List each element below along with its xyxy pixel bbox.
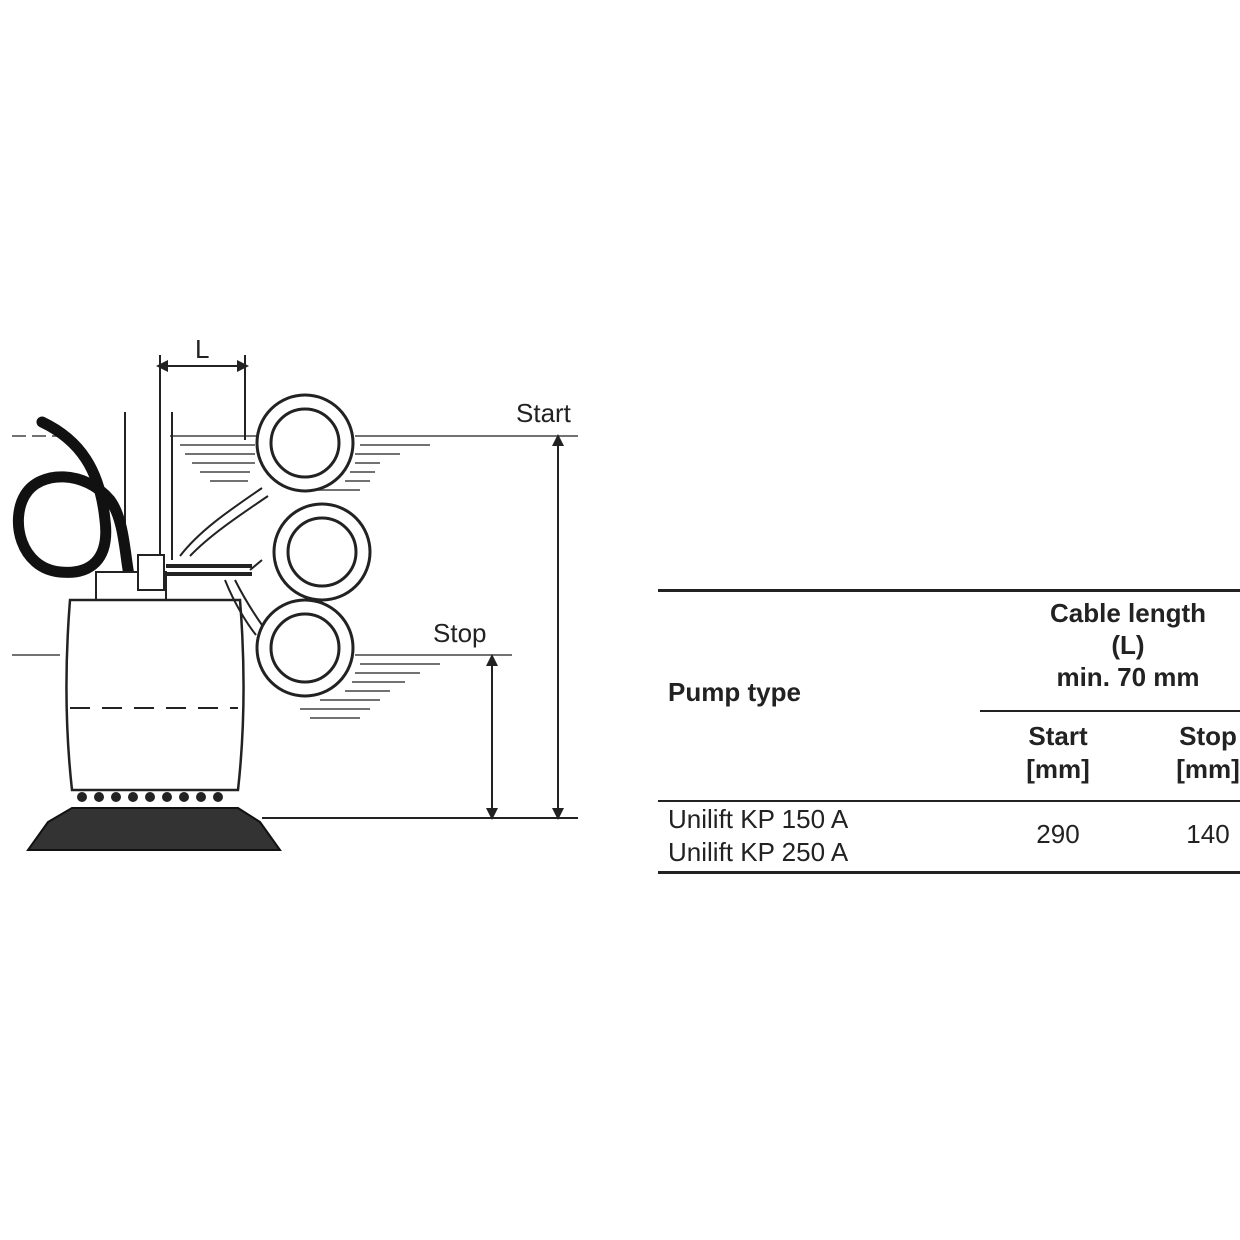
subheader-stop-label: Stop — [1179, 721, 1237, 751]
header-cable-line2: (L) — [1111, 630, 1145, 660]
float-switch-lower — [255, 598, 355, 698]
float-switch-upper — [255, 393, 355, 493]
table-bottom-rule — [658, 871, 1240, 874]
pump-type-2: Unilift KP 250 A — [668, 837, 849, 867]
header-pump-type: Pump type — [668, 677, 801, 707]
table-top-rule — [658, 589, 1240, 592]
row-start-value: 290 — [1036, 819, 1080, 849]
header-cable-line3: min. 70 mm — [1056, 662, 1200, 692]
row-pump-types: Unilift KP 150 A Unilift KP 250 A — [668, 803, 848, 869]
stop-level-label: Stop — [433, 618, 487, 648]
power-cable — [12, 416, 136, 586]
level-dimensions — [262, 434, 578, 820]
subheader-start-unit: [mm] — [1026, 754, 1090, 784]
subheader-start: Start [mm] — [998, 720, 1118, 786]
float-switch-middle — [272, 502, 372, 602]
subheader-stop: Stop [mm] — [1158, 720, 1240, 786]
row-stop-value: 140 — [1186, 819, 1230, 849]
header-cable-length: Cable length (L) min. 70 mm — [998, 597, 1240, 693]
pump-type-1: Unilift KP 150 A — [668, 804, 849, 834]
pump-body — [65, 598, 245, 792]
pump-base — [26, 807, 282, 851]
subheader-stop-unit: [mm] — [1176, 754, 1240, 784]
header-bottom-rule — [658, 800, 1240, 802]
header-divider — [980, 710, 1240, 712]
start-water-hatch — [12, 435, 578, 491]
inlet-holes — [77, 792, 223, 802]
stop-water-hatch — [12, 654, 512, 719]
float-cables — [179, 487, 269, 636]
header-cable-line1: Cable length — [1049, 598, 1206, 628]
cable-length-table: Pump type Cable length (L) min. 70 mm St… — [658, 589, 1240, 876]
fitting-nut — [137, 554, 165, 591]
subheader-start-label: Start — [1028, 721, 1088, 751]
dimension-label-l: L — [195, 334, 210, 364]
start-level-label: Start — [516, 398, 571, 428]
